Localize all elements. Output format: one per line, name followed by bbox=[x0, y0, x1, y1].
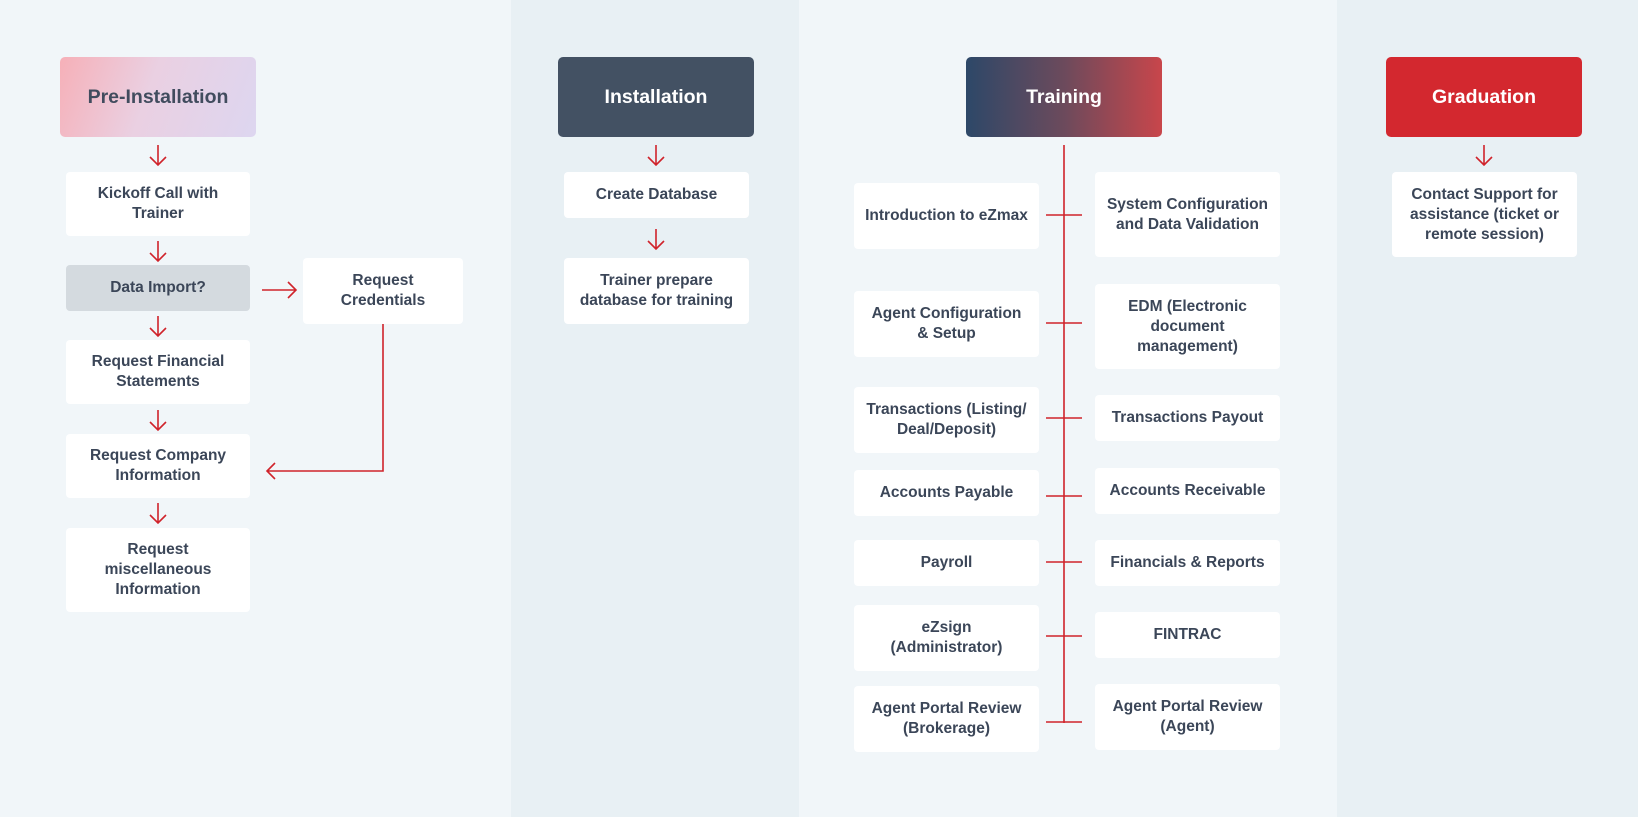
arrow-down-icon bbox=[647, 145, 665, 167]
step-request-financial-statements: Request Financial Statements bbox=[66, 340, 250, 404]
training-left-item: eZsign (Administrator) bbox=[854, 605, 1039, 671]
training-left-item: Agent Portal Review (Brokerage) bbox=[854, 686, 1039, 752]
step-kickoff-call: Kickoff Call with Trainer bbox=[66, 172, 250, 236]
training-left-item: Payroll bbox=[854, 540, 1039, 586]
arrow-right-icon bbox=[262, 281, 298, 299]
arrow-down-icon bbox=[149, 241, 167, 263]
step-trainer-prepare-database: Trainer prepare database for training bbox=[564, 258, 749, 324]
step-request-misc-information: Request miscellaneous Information bbox=[66, 528, 250, 612]
arrow-down-icon bbox=[149, 316, 167, 338]
step-request-company-information: Request Company Information bbox=[66, 434, 250, 498]
training-right-item: Financials & Reports bbox=[1095, 540, 1280, 586]
training-right-item: Agent Portal Review (Agent) bbox=[1095, 684, 1280, 750]
training-left-item: Accounts Payable bbox=[854, 470, 1039, 516]
training-right-item: Transactions Payout bbox=[1095, 395, 1280, 441]
step-contact-support: Contact Support for assistance (ticket o… bbox=[1392, 172, 1577, 257]
arrow-down-icon bbox=[1475, 145, 1493, 167]
training-right-item: EDM (Electronic document management) bbox=[1095, 284, 1280, 369]
training-left-item: Transactions (Listing/ Deal/Deposit) bbox=[854, 387, 1039, 453]
training-left-item: Introduction to eZmax bbox=[854, 183, 1039, 249]
training-right-item: Accounts Receivable bbox=[1095, 468, 1280, 514]
training-left-item: Agent Configuration & Setup bbox=[854, 291, 1039, 357]
training-right-item: FINTRAC bbox=[1095, 612, 1280, 658]
header-installation: Installation bbox=[558, 57, 754, 137]
step-data-import-decision: Data Import? bbox=[66, 265, 250, 311]
header-graduation: Graduation bbox=[1386, 57, 1582, 137]
header-training: Training bbox=[966, 57, 1162, 137]
arrow-down-icon bbox=[149, 410, 167, 432]
arrow-down-icon bbox=[149, 503, 167, 525]
arrow-down-icon bbox=[149, 145, 167, 167]
step-request-credentials: Request Credentials bbox=[303, 258, 463, 324]
arrow-left-icon bbox=[265, 324, 384, 480]
arrow-down-icon bbox=[647, 229, 665, 251]
training-right-item: System Configuration and Data Validation bbox=[1095, 172, 1280, 257]
header-pre-installation: Pre-Installation bbox=[60, 57, 256, 137]
step-create-database: Create Database bbox=[564, 172, 749, 218]
